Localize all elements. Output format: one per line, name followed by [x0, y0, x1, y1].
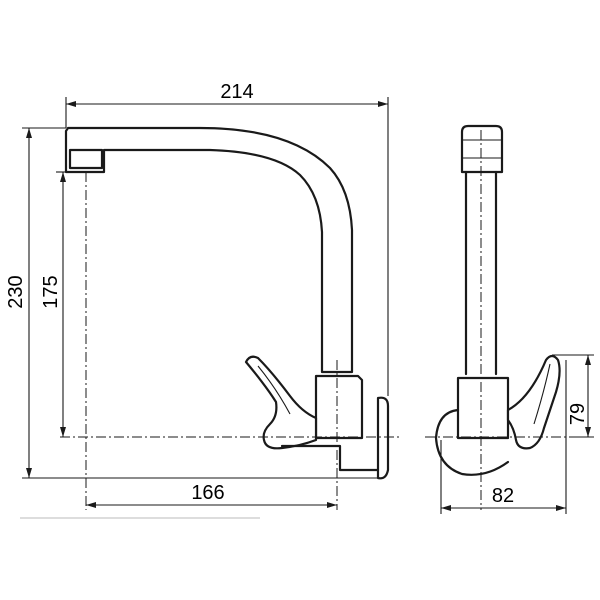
base-plate — [376, 396, 390, 480]
lever-highlight — [257, 365, 291, 415]
lever-handle — [244, 355, 318, 450]
dimension-spout-height: 175 — [40, 171, 70, 437]
dimension-overall-width: 214 — [65, 81, 389, 396]
dimension-overall-height: 230 — [5, 127, 378, 479]
side-base-flange — [434, 408, 510, 476]
dimension-spout-reach: 166 — [86, 482, 337, 508]
side-spout-tube — [464, 170, 498, 376]
dim-label-214: 214 — [220, 81, 253, 103]
dim-label-230: 230 — [5, 275, 27, 308]
side-spout-top — [460, 124, 504, 174]
spout-tip — [68, 148, 104, 170]
dim-label-82: 82 — [492, 485, 514, 507]
side-lever-handle — [506, 354, 561, 450]
dimension-handle-height: 79 — [552, 354, 594, 438]
spout-outline — [64, 126, 354, 374]
dim-label-166: 166 — [191, 482, 224, 504]
supply-pipe — [280, 444, 380, 472]
dimension-side-depth: 82 — [440, 360, 567, 514]
side-body — [456, 376, 510, 440]
side-lever-highlight — [533, 363, 551, 425]
dim-label-79: 79 — [567, 403, 589, 425]
faucet-body — [314, 374, 364, 440]
dim-label-175: 175 — [40, 275, 62, 308]
front-view — [60, 126, 400, 510]
side-view — [425, 124, 575, 510]
